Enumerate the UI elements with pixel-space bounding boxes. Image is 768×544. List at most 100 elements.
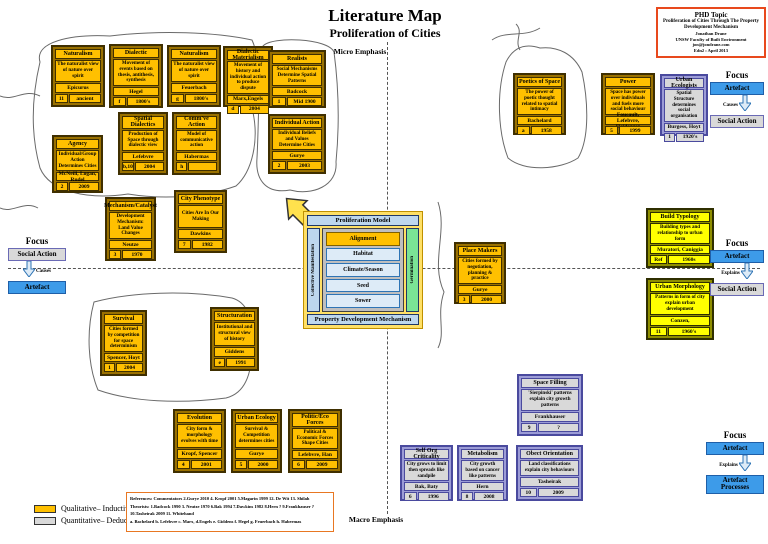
- box-description: Cities formed by competition for space d…: [104, 325, 143, 352]
- box-author: Marx,Engels: [227, 94, 269, 104]
- box-year: 2004: [239, 104, 269, 114]
- box-year: 2009: [305, 460, 338, 469]
- box-description: Political & Economic Forces Shape Cities: [292, 427, 338, 449]
- focus-box-artefact: Artefact: [8, 281, 66, 294]
- focus-box-social-action: Social Action: [8, 248, 66, 261]
- focus-arrow-row: Causes: [722, 94, 752, 113]
- phd-topic-box: PHD Topic Proliferation of Cities Throug…: [656, 7, 766, 58]
- focus-box-social-action: Social Action: [710, 115, 764, 128]
- box-description: Cities formed by negotiation, planning &…: [458, 257, 502, 284]
- box-year: 1999: [618, 126, 651, 135]
- box-year: [188, 162, 217, 171]
- box-description: Survival & Competition determines cities: [235, 424, 278, 448]
- box-title: Poetics of Space: [517, 77, 562, 87]
- box-author: Dawkins: [178, 229, 223, 239]
- box-author: Badcock: [272, 87, 322, 97]
- quantitative-label: Quantitative– Deductive: [61, 516, 140, 525]
- box-space-filling: Space Filling'Sierpinski' patterns expla…: [517, 374, 583, 436]
- box-author: Muratori, Caniggia: [650, 245, 710, 255]
- box-title: Structuration: [214, 311, 255, 321]
- model-item-seed: Seed: [326, 278, 400, 293]
- box-author: Tasheirak: [520, 477, 579, 487]
- box-title: Self Org Criticality: [404, 448, 449, 460]
- focus-arrow-row: Causes: [21, 260, 51, 279]
- model-item-habitat: Habitat: [326, 247, 400, 262]
- box-footer: h: [176, 162, 217, 171]
- box-year: 1800's: [184, 94, 217, 103]
- legend-row-quantitative: Quantitative– Deductive: [34, 516, 139, 525]
- box-year: 1960's: [667, 327, 710, 336]
- box-author: Conzen,: [650, 316, 710, 326]
- box-ref-number: 2: [272, 161, 286, 171]
- box-ref-number: 9: [521, 423, 538, 432]
- model-center: Alignment Habitat Climate/Season Seed So…: [322, 228, 404, 312]
- box-year: 1991: [226, 358, 255, 367]
- box-author: Giddens: [214, 347, 255, 357]
- box-author: Frankhauser: [521, 412, 579, 422]
- box-author: McNeill, Logan, Rudel: [56, 171, 99, 183]
- box-title: Urban Morphology: [650, 282, 710, 292]
- map-title: Literature Map: [328, 6, 442, 25]
- phd-heading: PHD Topic: [694, 11, 728, 19]
- focus-box-artefact-processes: Artefact Processes: [706, 475, 764, 494]
- box-year: ?: [538, 423, 579, 432]
- phd-contact: jon@jondrane.com: [692, 42, 730, 48]
- box-description: Movement of events based on thesis, anti…: [113, 59, 159, 86]
- model-item-climate-season: Climate/Season: [326, 263, 400, 277]
- box-description: The naturalist view of nature over spiri…: [55, 60, 101, 82]
- box-description: Production of Space through dialectic vi…: [122, 129, 164, 151]
- box-ref-number: 5: [235, 460, 248, 469]
- model-left-bar: Collective Manifestation: [307, 228, 320, 312]
- model-body: Collective Manifestation Alignment Habit…: [307, 228, 419, 312]
- micro-emphasis-label: Micro Emphasis: [333, 47, 387, 56]
- box-ref-number: 4: [177, 460, 190, 469]
- box-title: Urban Ecology: [235, 413, 278, 423]
- box-author: Bachelard: [517, 116, 562, 125]
- box-title: Naturalism: [55, 49, 101, 59]
- box-ref-number: 1: [664, 132, 676, 142]
- box-ref-number: 1: [272, 97, 286, 107]
- box-ref-number: 7: [178, 240, 191, 249]
- box-year: 1970: [122, 250, 152, 259]
- box-ref-number: h: [176, 162, 188, 171]
- box-year: ancient: [68, 94, 101, 103]
- arrow-label: Causes: [722, 102, 738, 108]
- box-title: Politic/Eco Forces: [292, 413, 338, 427]
- box-ref-number: g: [171, 94, 184, 103]
- phd-edition: Edn2 : April 2013: [693, 47, 729, 53]
- box-description: 'Sierpinski' patterns explain city growt…: [521, 389, 579, 411]
- box-description: The naturalist view of nature over spiri…: [171, 60, 217, 82]
- box-title: Metabolism: [461, 449, 504, 459]
- references-line-2: Theorists: 1.Badcock 1990 3. Neutze 1970…: [130, 503, 315, 517]
- box-description: Development Mechanism: Land Value Change…: [109, 212, 152, 239]
- box-author: Gurye: [458, 285, 502, 294]
- box-ref-number: b,10: [122, 162, 134, 171]
- box-year: Mid 1900: [287, 97, 322, 107]
- box-year: 2009: [69, 182, 99, 192]
- box-year: 1960s: [667, 255, 710, 265]
- box-title: Build Typology: [650, 212, 710, 222]
- box-year: 1982: [191, 240, 223, 249]
- box-year: 1958: [530, 126, 562, 135]
- box-ref-number: 1: [104, 363, 115, 372]
- box-description: Individual/Group Action Determines Citie…: [56, 150, 99, 172]
- box-description: City grows to limit then spreads like sa…: [404, 460, 449, 482]
- focus-box-artefact: Artefact: [710, 250, 764, 263]
- box-ref-number: 3: [109, 250, 122, 259]
- model-footer: Property Development Mechanism: [307, 314, 419, 325]
- arrow-label: Explains: [719, 462, 738, 468]
- box-author: Gurye: [272, 151, 322, 161]
